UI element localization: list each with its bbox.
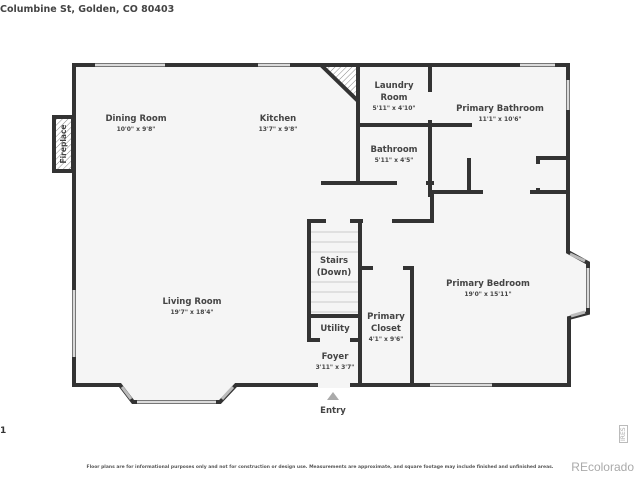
room-name-laundry-1: Laundry <box>374 81 414 91</box>
room-dims-closet: 4'1" x 9'6" <box>369 336 404 343</box>
floor-area <box>74 65 588 402</box>
room-name-bathroom: Bathroom <box>370 145 417 155</box>
room-dims-laundry: 5'11" x 4'10" <box>372 105 415 112</box>
room-name-laundry-2: Room <box>380 93 407 103</box>
page-number: 1 <box>0 426 7 436</box>
entry-label: Entry <box>320 406 346 416</box>
stair-treads <box>311 231 358 313</box>
windows <box>72 63 590 404</box>
room-name-kitchen: Kitchen <box>260 114 296 124</box>
room-name-living: Living Room <box>163 297 222 307</box>
room-dims-living: 19'7" x 18'4" <box>170 309 213 316</box>
disclaimer: Floor plans are for informational purpos… <box>86 465 554 470</box>
room-name-utility: Utility <box>320 324 350 334</box>
room-name-stairs-1: Stairs <box>320 256 348 266</box>
room-dims-primary-bathroom: 11'1" x 10'6" <box>478 116 521 123</box>
room-name-stairs-2: (Down) <box>317 268 352 278</box>
watermark: IRES <box>619 425 628 443</box>
brand-logo: REcolorado <box>571 460 634 474</box>
room-dims-primary-bedroom: 19'0" x 15'11" <box>464 291 511 298</box>
room-dims-kitchen: 13'7" x 9'8" <box>259 126 298 133</box>
entry-arrow-icon <box>327 392 339 400</box>
room-name-dining: Dining Room <box>105 114 166 124</box>
room-name-closet-2: Closet <box>371 324 401 334</box>
room-name-primary-bathroom: Primary Bathroom <box>456 104 544 114</box>
exterior-walls <box>72 63 590 404</box>
room-name-closet-1: Primary <box>367 312 405 322</box>
fireplace-label: Fireplace <box>59 124 68 163</box>
room-name-primary-bedroom: Primary Bedroom <box>446 279 530 289</box>
room-dims-foyer: 3'11" x 3'7" <box>316 364 355 371</box>
room-dims-bathroom: 5'11" x 4'5" <box>375 157 414 164</box>
address-title: Columbine St, Golden, CO 80403 <box>0 4 175 15</box>
room-name-foyer: Foyer <box>322 352 350 362</box>
room-dims-dining: 10'0" x 9'8" <box>117 126 156 133</box>
